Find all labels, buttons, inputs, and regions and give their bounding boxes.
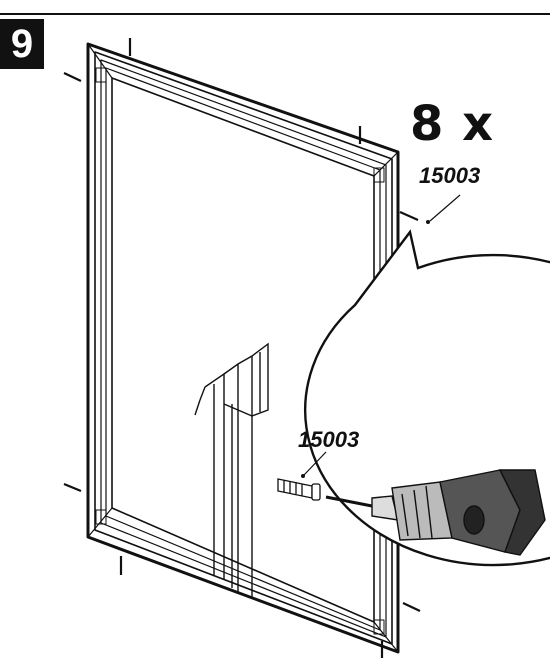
part-number-label: 15003 xyxy=(419,163,481,188)
detail-part-leader-line xyxy=(303,451,327,476)
part-leader-line xyxy=(429,194,461,222)
screw-location-marks xyxy=(63,38,421,658)
detail-part-leader-dot xyxy=(301,474,305,478)
detail-frame-profile xyxy=(194,342,269,598)
drill-icon xyxy=(325,469,546,556)
header-rule xyxy=(0,13,550,15)
quantity-label: 8 x xyxy=(410,96,495,152)
part-leader-dot xyxy=(426,220,430,224)
window-frame xyxy=(86,42,400,654)
detail-part-number-label: 15003 xyxy=(298,427,360,452)
detail-screw xyxy=(277,478,321,501)
step-number-badge: 9 xyxy=(0,19,44,69)
